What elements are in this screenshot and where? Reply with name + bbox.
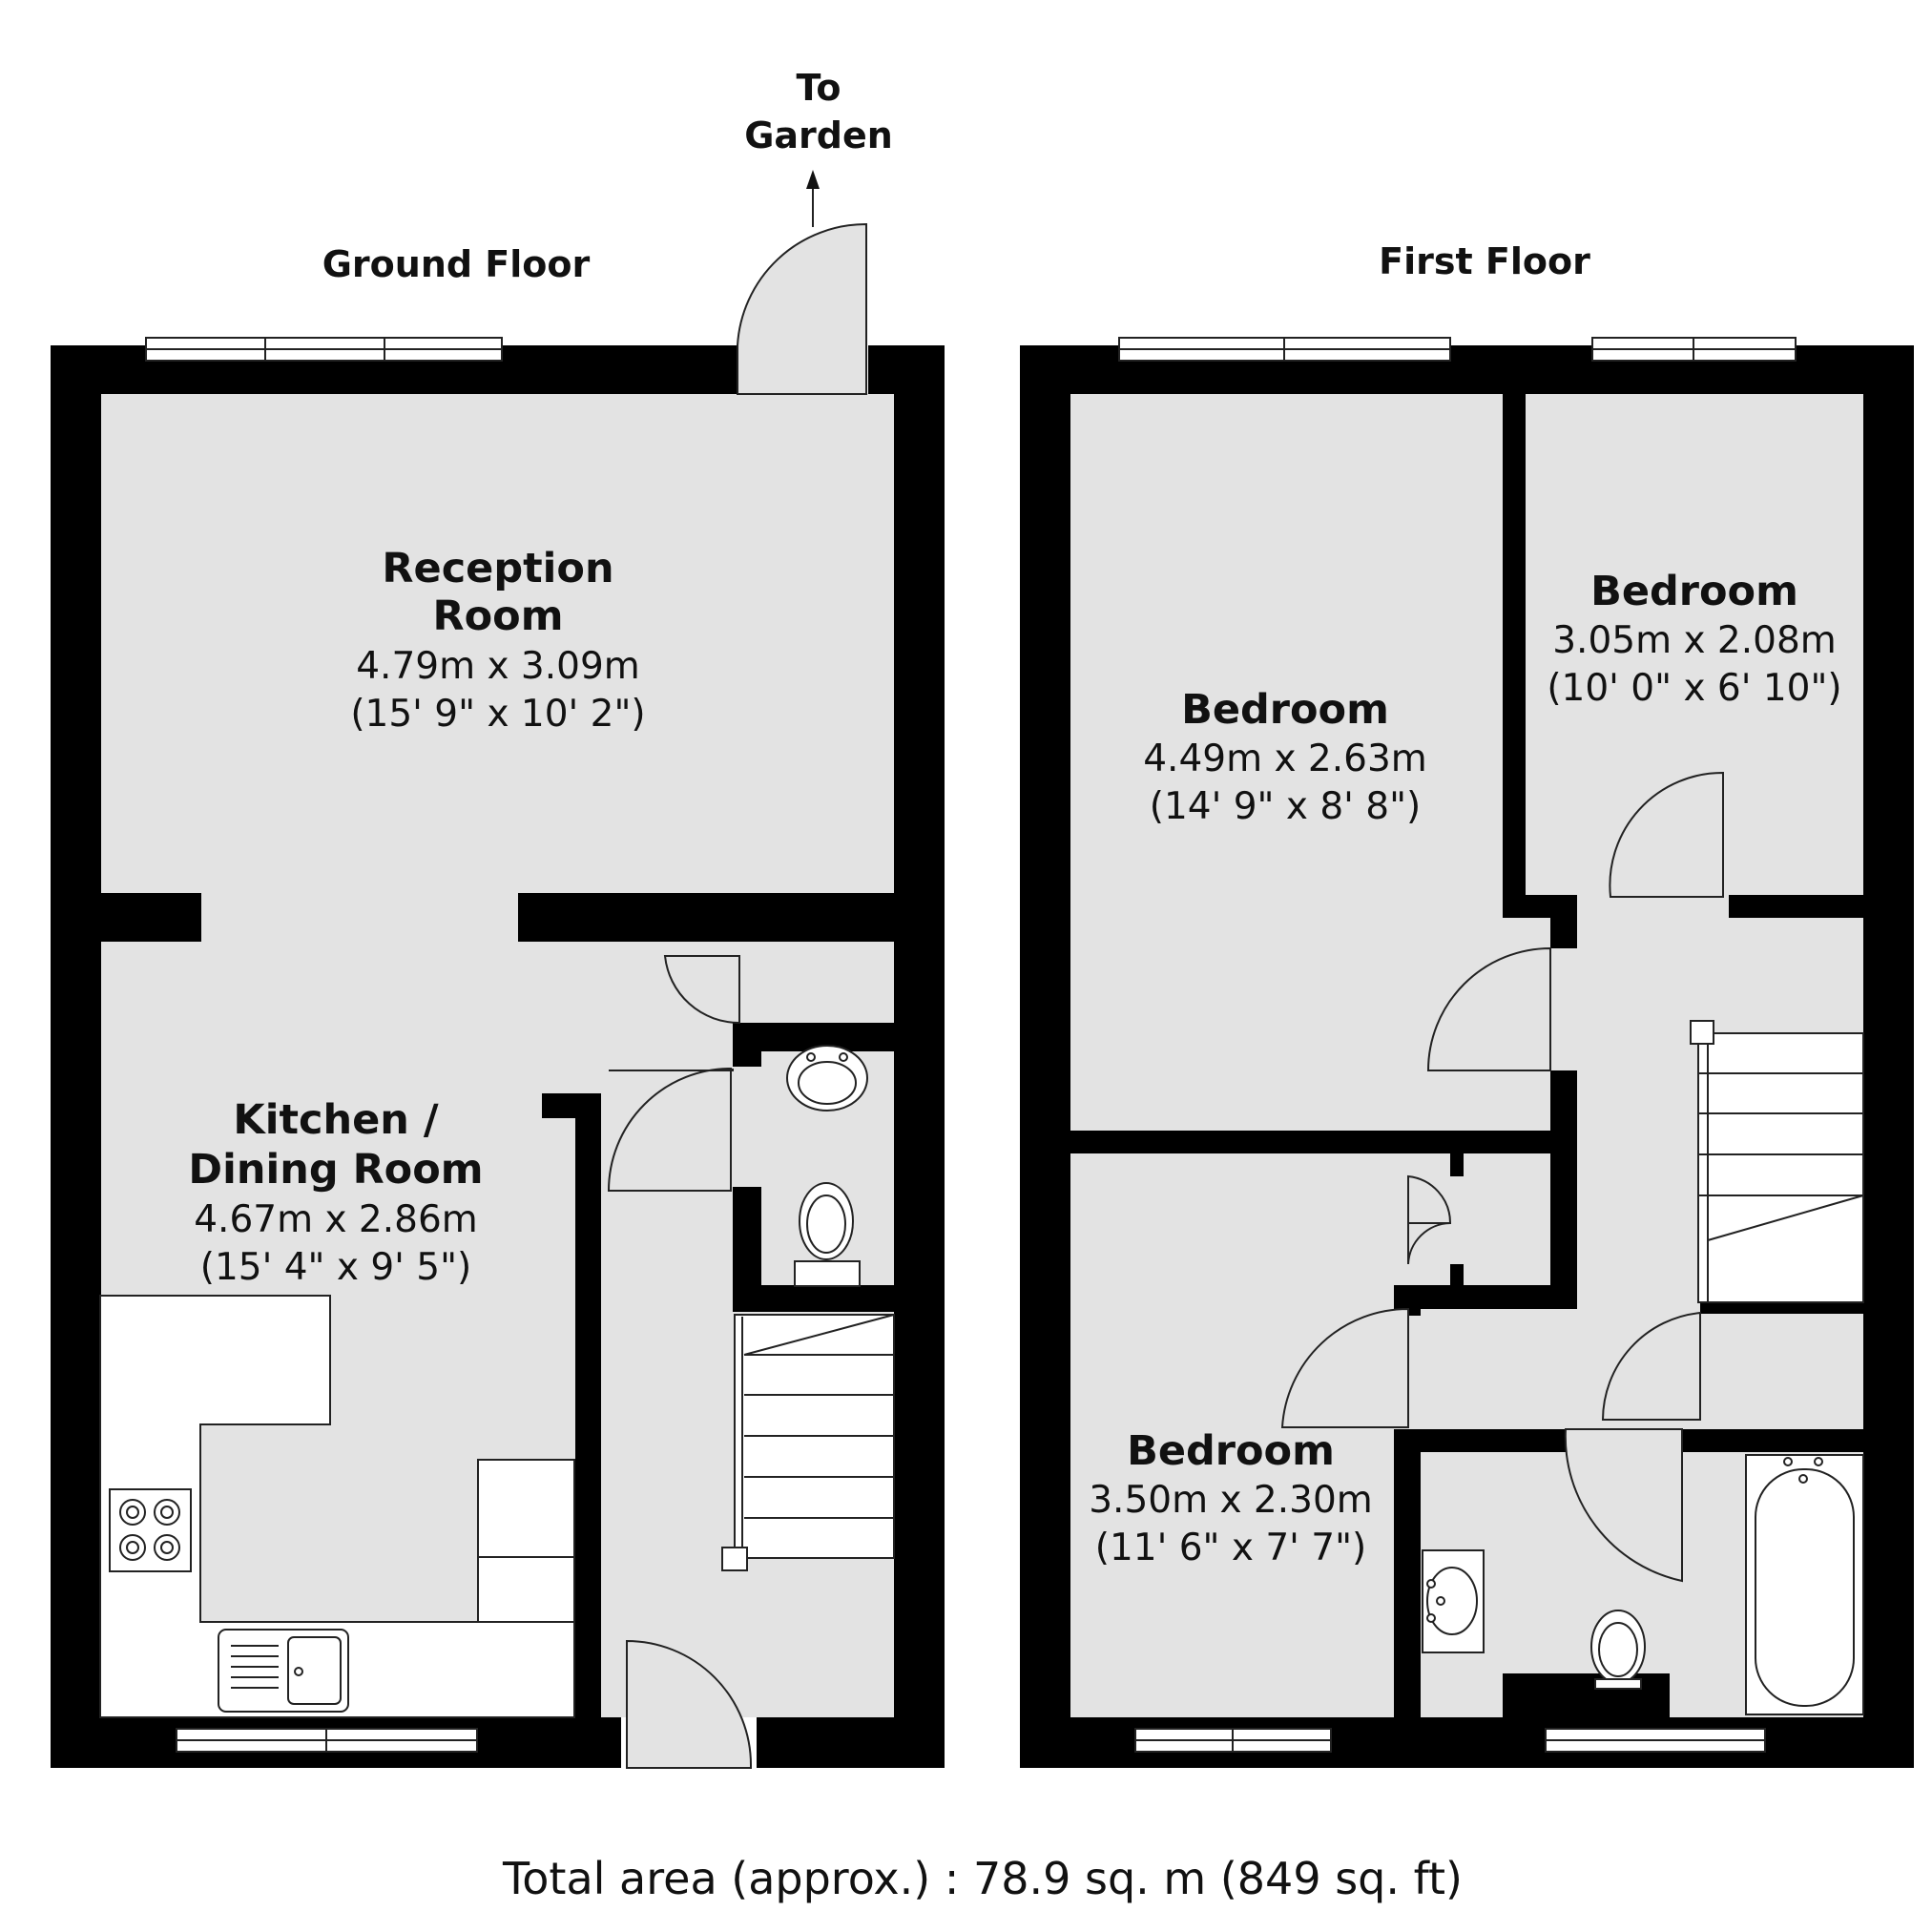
bedroom-name: Bedroom xyxy=(1181,686,1389,734)
basin xyxy=(1422,1549,1485,1653)
door xyxy=(607,1067,734,1192)
staircase xyxy=(721,1314,895,1571)
total-area: Total area (approx.) : 78.9 sq. m (849 s… xyxy=(502,1853,1463,1904)
first-floor-title: First Floor xyxy=(1379,240,1590,282)
kitchen-metric: 4.67m x 2.86m xyxy=(194,1198,478,1241)
ground-floor-title: Ground Floor xyxy=(322,243,591,285)
ground-floor-plan: Ground Floor To Garden Reception Room 4.… xyxy=(51,67,945,1769)
kitchen-unit xyxy=(477,1459,575,1558)
partition-wall xyxy=(100,893,201,942)
door xyxy=(663,955,740,1025)
garden-label: Garden xyxy=(744,114,893,156)
bedroom-imperial: (14' 9" x 8' 8") xyxy=(1150,785,1421,828)
door xyxy=(1426,946,1551,1071)
door xyxy=(1564,1428,1683,1583)
bedroom-imperial: (10' 0" x 6' 10") xyxy=(1547,667,1841,710)
garden-label: To xyxy=(797,67,841,109)
bath xyxy=(1745,1454,1864,1715)
bedroom-imperial: (11' 6" x 7' 7") xyxy=(1095,1527,1366,1569)
first-floor-plan: First Floor Bedroom 4.49m x 2.63m (14' 9… xyxy=(1020,240,1914,1768)
bedroom-metric: 3.50m x 2.30m xyxy=(1089,1479,1373,1522)
door xyxy=(1601,1311,1701,1421)
reception-room-name: Reception xyxy=(382,545,613,592)
reception-room-imperial: (15' 9" x 10' 2") xyxy=(350,693,645,736)
window xyxy=(1134,1728,1332,1753)
partition-wall xyxy=(1503,393,1526,918)
wardrobe-door xyxy=(1407,1174,1452,1224)
window xyxy=(1545,1728,1766,1753)
partition-wall xyxy=(518,893,894,942)
sink xyxy=(218,1629,349,1713)
bedroom-metric: 3.05m x 2.08m xyxy=(1552,619,1837,662)
staircase xyxy=(1690,1020,1864,1303)
window xyxy=(145,337,503,362)
bedroom-name: Bedroom xyxy=(1590,568,1798,615)
garden-door xyxy=(737,222,867,395)
bedroom-metric: 4.49m x 2.63m xyxy=(1143,737,1427,780)
wardrobe-door xyxy=(1407,1222,1451,1265)
window xyxy=(176,1728,478,1753)
hob xyxy=(109,1488,192,1572)
kitchen-name: Dining Room xyxy=(188,1146,483,1194)
kitchen-imperial: (15' 4" x 9' 5") xyxy=(200,1246,471,1289)
partition-wall xyxy=(1070,1131,1553,1153)
window xyxy=(1118,337,1451,362)
arrow-up-icon xyxy=(806,170,820,227)
kitchen-name: Kitchen / xyxy=(233,1096,438,1144)
toilet xyxy=(794,1182,861,1287)
door xyxy=(1609,771,1724,898)
kitchen-worktop xyxy=(99,1295,575,1718)
toilet xyxy=(1590,1610,1646,1690)
front-door xyxy=(626,1639,752,1769)
window xyxy=(1591,337,1797,362)
door xyxy=(1280,1307,1409,1428)
reception-room-name: Room xyxy=(433,592,564,640)
bedroom-name: Bedroom xyxy=(1127,1427,1335,1475)
reception-room-metric: 4.79m x 3.09m xyxy=(356,645,640,688)
kitchen-unit xyxy=(477,1556,575,1623)
